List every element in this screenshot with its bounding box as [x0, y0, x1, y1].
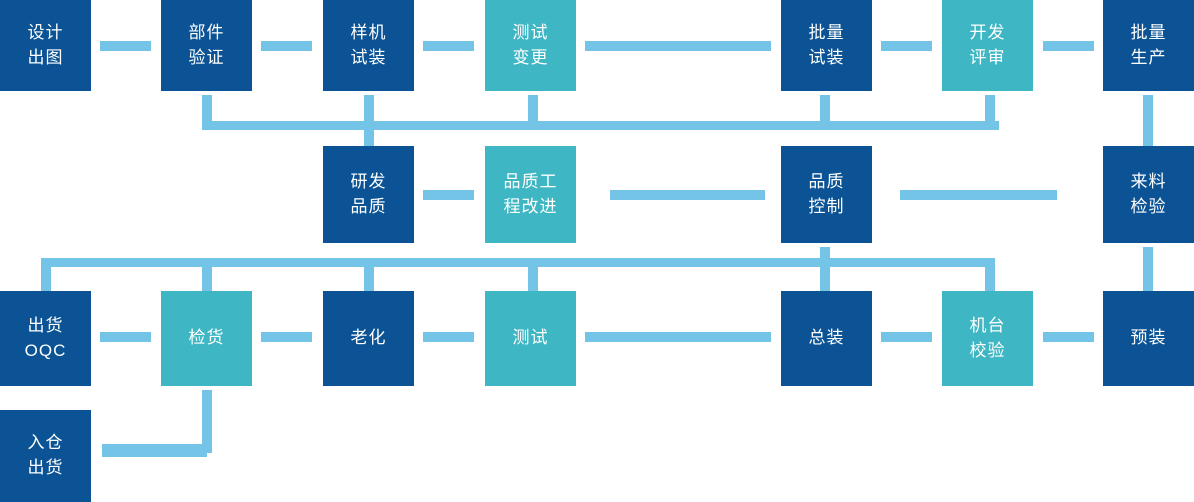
connector-stub-machine-calibration-up	[985, 258, 995, 291]
connector-stub-shipment-oqc-up	[41, 258, 51, 291]
connector-qualitycontrol-to-incoming	[900, 190, 1057, 200]
node-final-assembly[interactable]: 总装	[781, 291, 872, 386]
node-incoming-inspection[interactable]: 来料 检验	[1103, 146, 1194, 243]
node-rd-quality[interactable]: 研发 品质	[323, 146, 414, 243]
connector-bus-quality-horizontal	[202, 121, 999, 130]
connector-machinecal-to-finalassembly	[881, 332, 932, 342]
connector-bus-production-horizontal	[41, 258, 995, 267]
connector-goodsinspection-down	[202, 390, 212, 453]
connector-finalassembly-to-testing	[585, 332, 771, 342]
connector-stub-aging-up	[364, 258, 374, 291]
connector-elbow-to-warehouse	[102, 444, 207, 457]
node-warehouse-shipment[interactable]: 入仓 出货	[0, 410, 91, 502]
connector-stub-testing-up	[528, 258, 538, 291]
node-shipment-oqc[interactable]: 出货 OQC	[0, 291, 91, 386]
connector-massproduction-to-incoming	[1143, 95, 1153, 146]
node-mass-production[interactable]: 批量 生产	[1103, 0, 1194, 91]
connector-aging-to-goodsinspection	[261, 332, 312, 342]
node-part-verification[interactable]: 部件 验证	[161, 0, 252, 91]
node-pre-assembly[interactable]: 预装	[1103, 291, 1194, 386]
node-aging[interactable]: 老化	[323, 291, 414, 386]
node-testing[interactable]: 测试	[485, 291, 576, 386]
node-prototype-assembly[interactable]: 样机 试装	[323, 0, 414, 91]
connector-stub-batchtrial-down	[820, 95, 830, 127]
node-development-review[interactable]: 开发 评审	[942, 0, 1033, 91]
connector-prototype-to-testchange	[423, 41, 474, 51]
node-test-change[interactable]: 测试 变更	[485, 0, 576, 91]
connector-rdquality-to-qualityeng	[423, 190, 474, 200]
connector-design-to-part	[100, 41, 151, 51]
connector-devreview-to-massproduction	[1043, 41, 1094, 51]
node-design-drawing[interactable]: 设计 出图	[0, 0, 91, 91]
connector-qualityeng-to-qualitycontrol	[610, 190, 765, 200]
connector-goodsinspection-to-oqc	[100, 332, 151, 342]
node-goods-inspection[interactable]: 检货	[161, 291, 252, 386]
connector-batchtrial-to-devreview	[881, 41, 932, 51]
node-quality-eng-improvement[interactable]: 品质工 程改进	[485, 146, 576, 243]
node-quality-control[interactable]: 品质 控制	[781, 146, 872, 243]
connector-part-to-prototype	[261, 41, 312, 51]
connector-stub-goods-inspection-up	[202, 258, 212, 291]
connector-testchange-to-batchtrial	[585, 41, 771, 51]
connector-stub-devreview-down	[985, 95, 995, 127]
connector-stub-testchange-down	[528, 95, 538, 127]
connector-incoming-to-preassembly	[1143, 247, 1153, 291]
connector-preassembly-to-machinecal	[1043, 332, 1094, 342]
connector-testing-to-aging	[423, 332, 474, 342]
node-machine-calibration[interactable]: 机台 校验	[942, 291, 1033, 386]
connector-stub-part-verification-down	[202, 95, 212, 127]
node-batch-trial-assembly[interactable]: 批量 试装	[781, 0, 872, 91]
connector-stub-final-assembly-up	[820, 247, 830, 291]
